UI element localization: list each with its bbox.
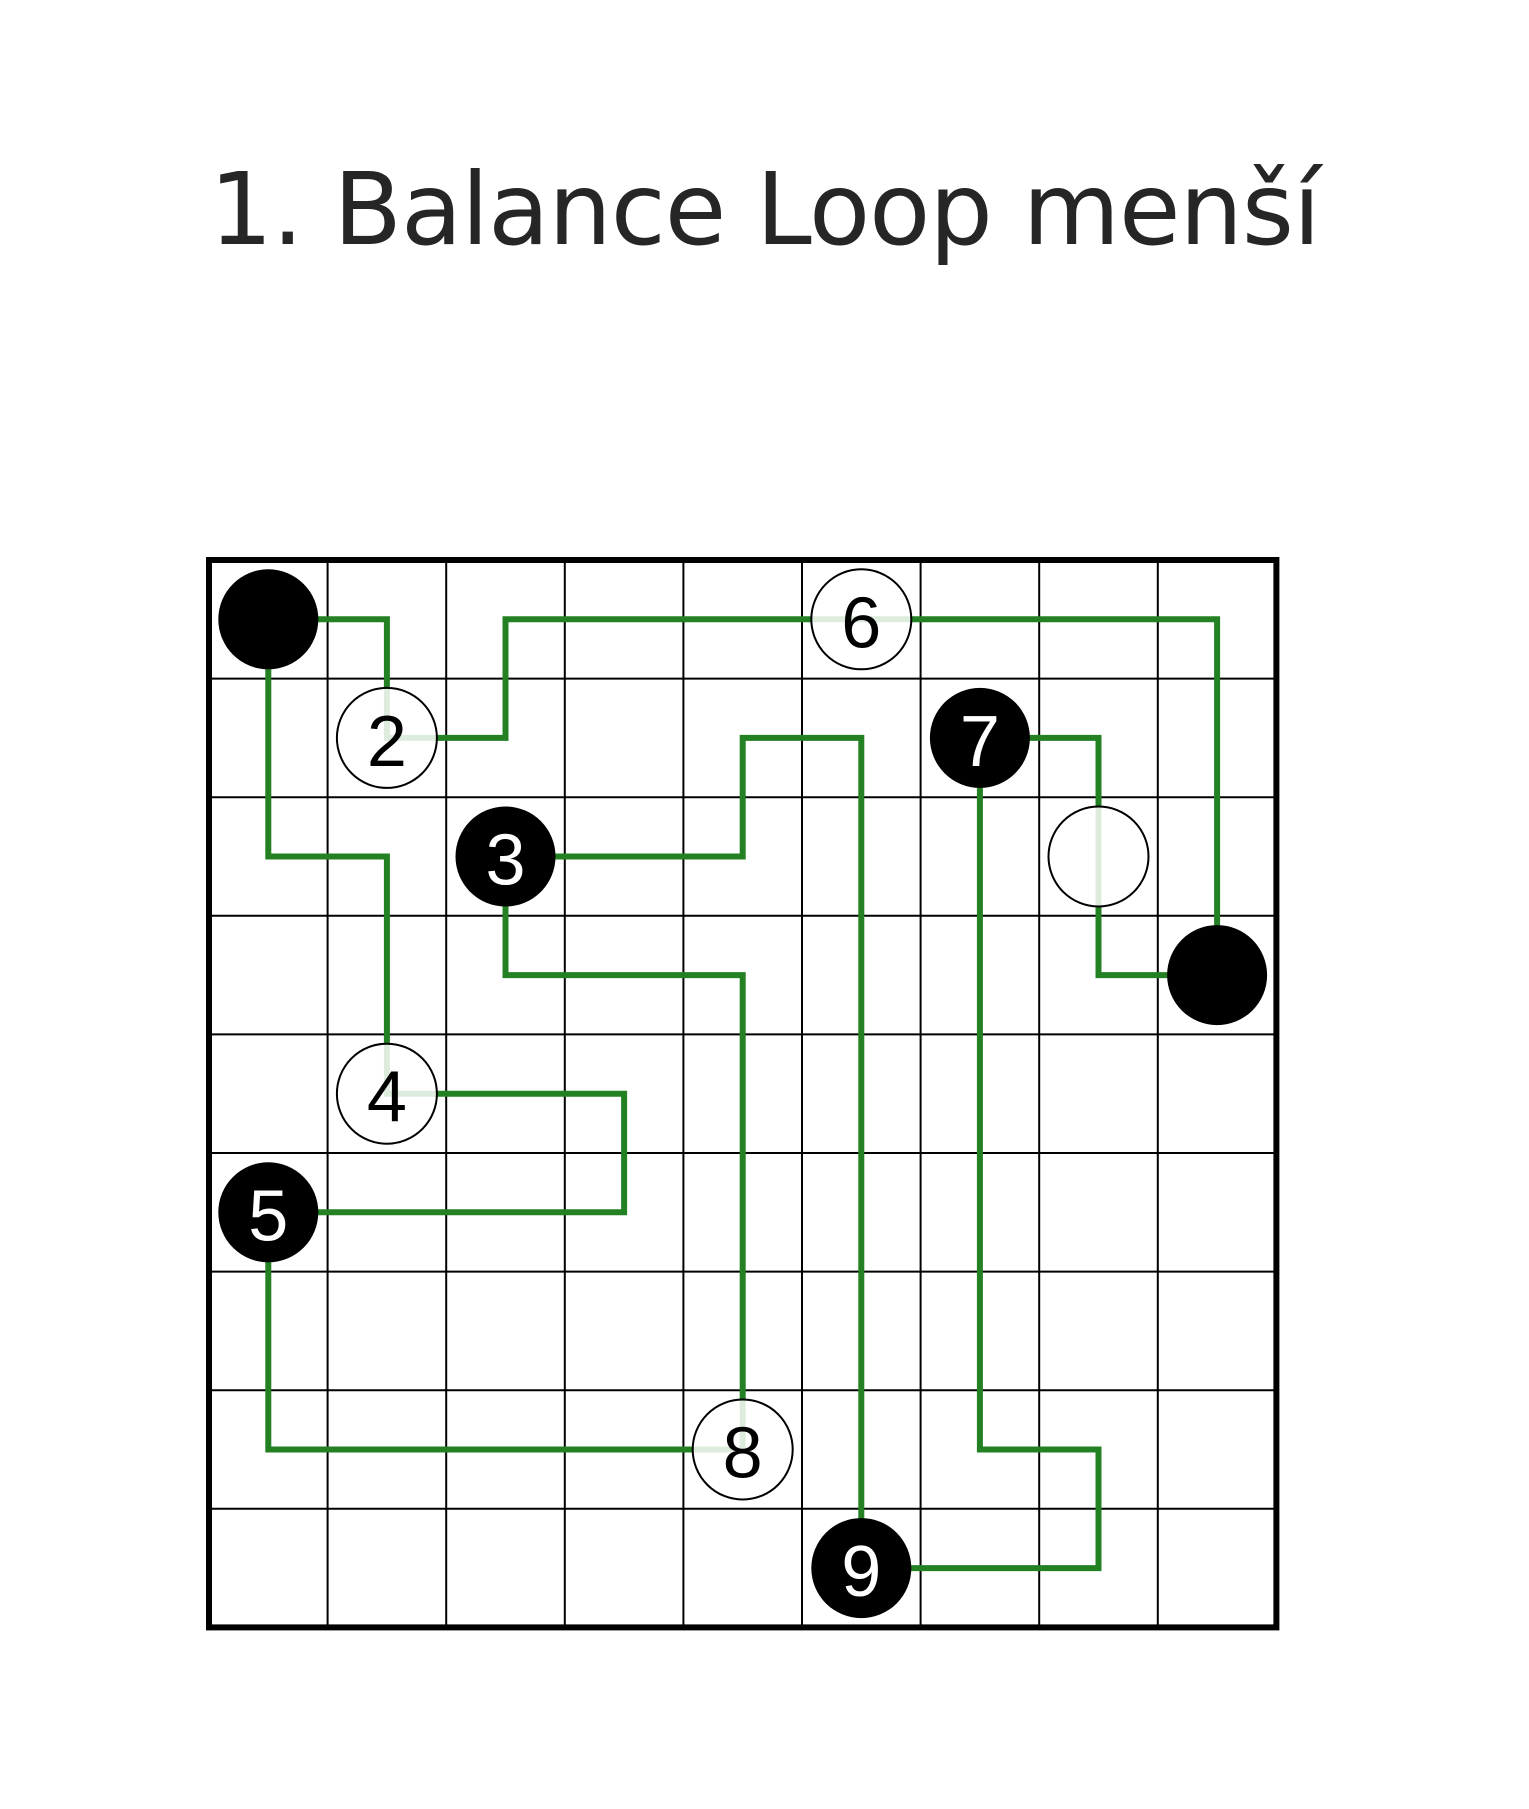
black-circle-clue [218,569,319,670]
clue-number: 4 [367,1058,407,1138]
black-circle-clue [455,806,556,907]
clue-number: 2 [367,702,407,782]
white-circle-clue [691,1398,794,1501]
black-circle-clue [811,1518,912,1619]
clue-number: 3 [485,821,525,901]
white-circle-clue [335,686,438,789]
clue-number: 7 [960,702,1000,782]
white-circle-clue [1047,805,1150,908]
black-circle-clue [1167,925,1268,1026]
clue-labels: 6 2 7 3 45 89 [248,583,1000,1612]
clue-number: 9 [841,1532,881,1612]
clue-number: 8 [723,1414,763,1494]
white-circle-clue [810,568,913,671]
loop-line [265,616,1221,1572]
board-border [206,557,1280,1631]
clue-number: 6 [841,583,881,663]
black-circle-clue [218,1162,319,1263]
white-circle-clue [335,1042,438,1145]
loop-path [265,616,1221,1572]
clue-number: 5 [248,1176,288,1256]
page-title: 1. Balance Loop menší [209,151,1321,268]
black-circle-clue [929,687,1030,788]
clue-circles [218,568,1268,1619]
